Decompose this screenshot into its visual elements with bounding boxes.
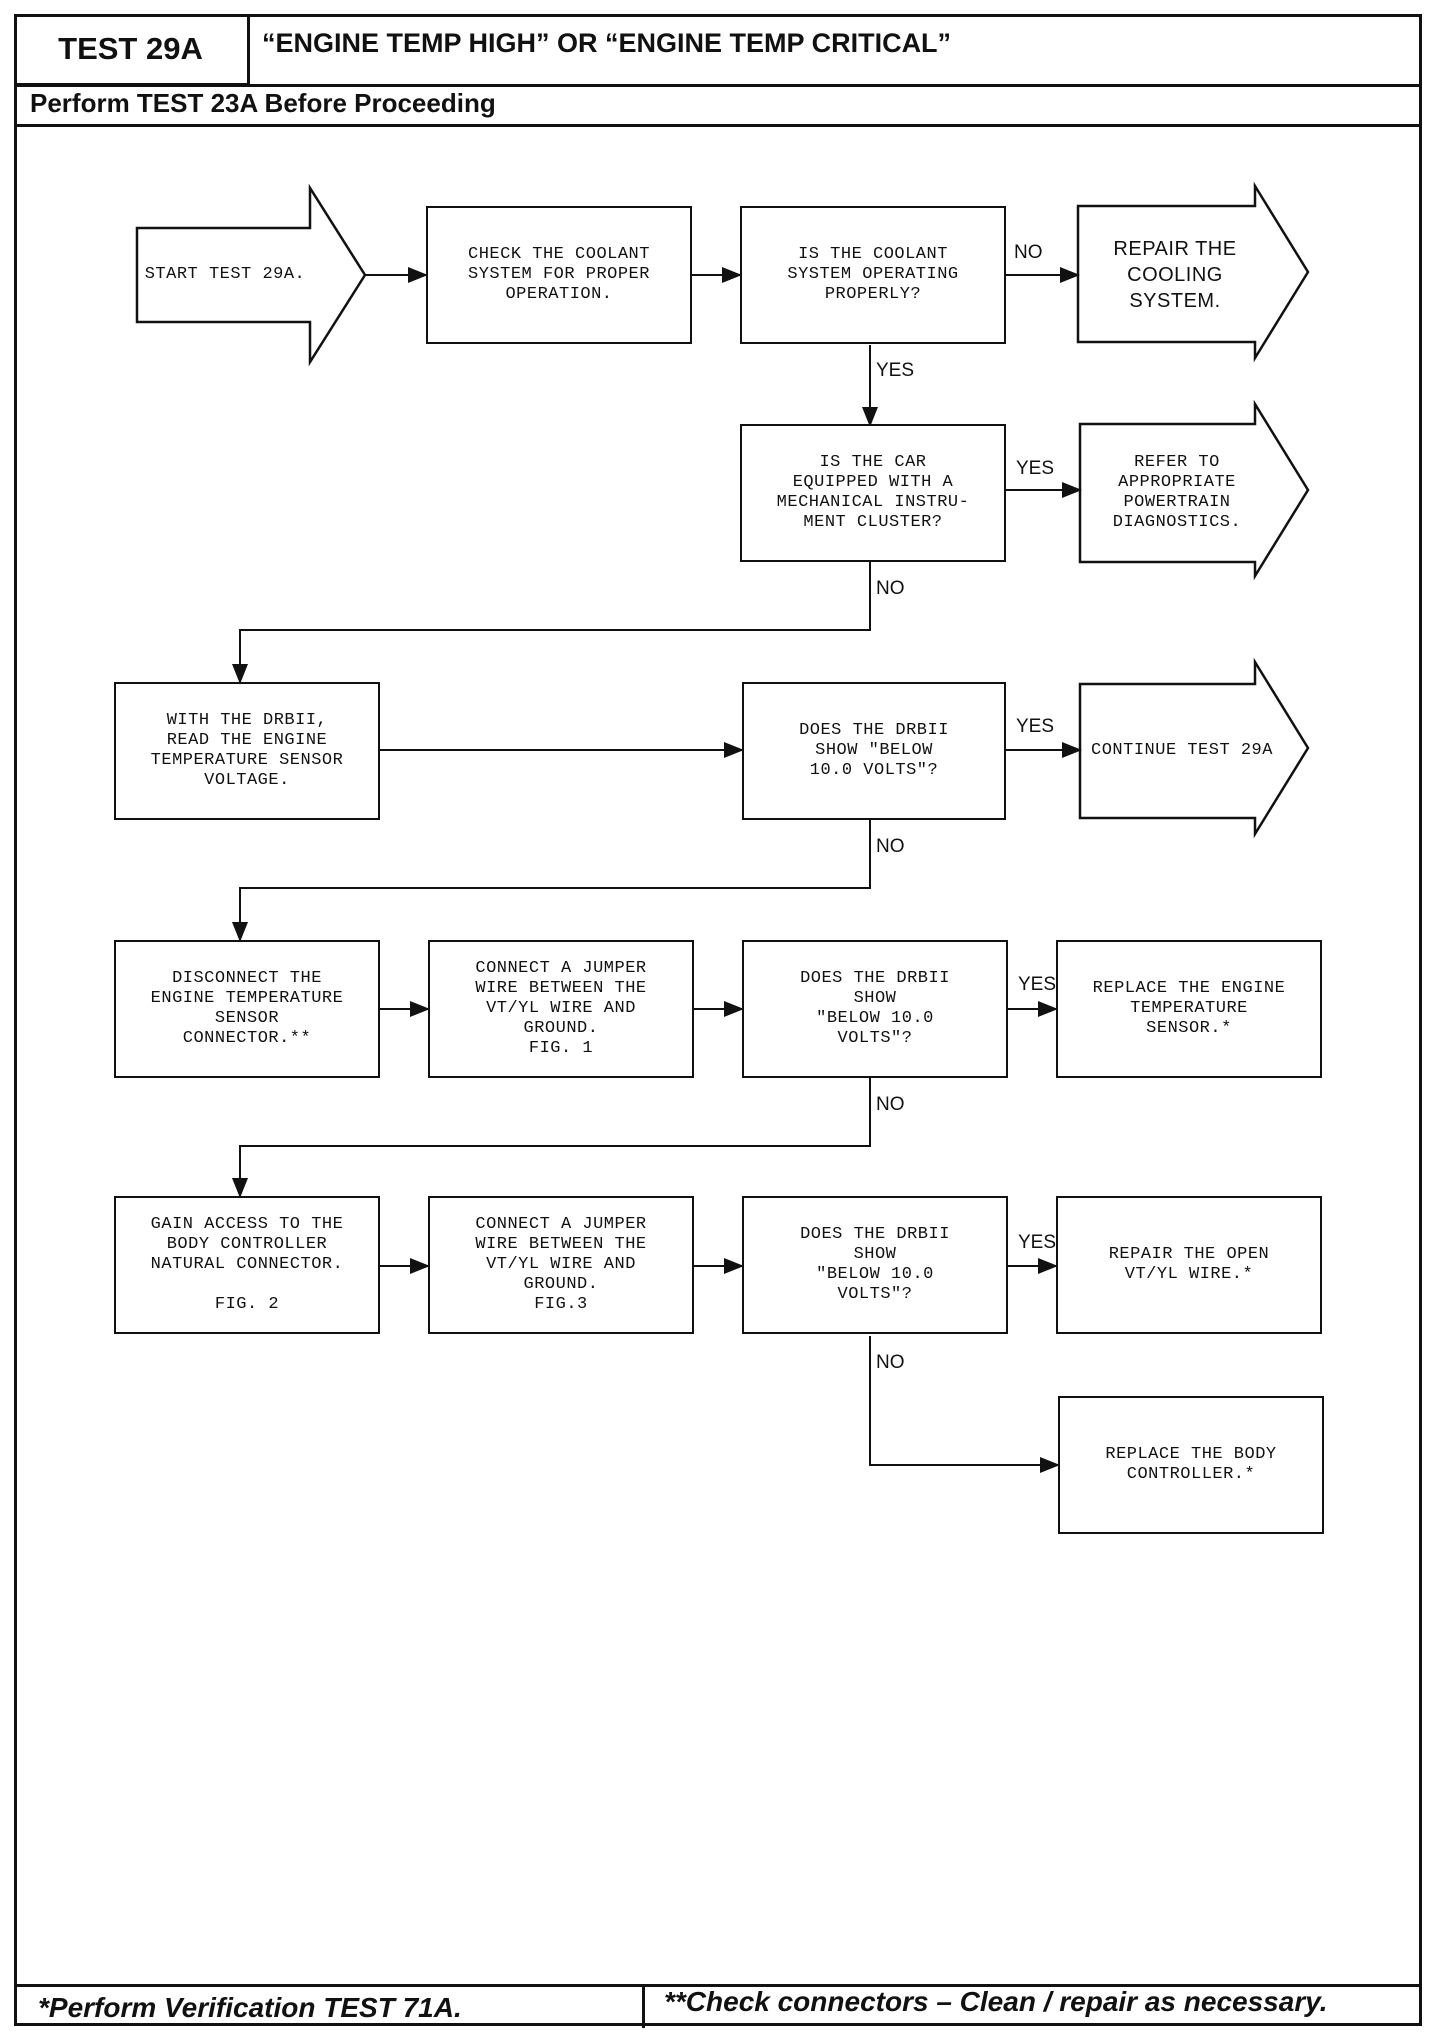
access-body-controller-box: GAIN ACCESS TO THE BODY CONTROLLER NATUR… xyxy=(114,1196,380,1334)
coolant-question-box: IS THE COOLANT SYSTEM OPERATING PROPERLY… xyxy=(740,206,1006,344)
footer-column-divider xyxy=(642,1984,645,2028)
label-no-drbii-1: NO xyxy=(876,836,905,857)
disconnect-sensor-text: DISCONNECT THE ENGINE TEMPERATURE SENSOR… xyxy=(150,969,344,1048)
replace-body-controller-text: REPLACE THE BODY CONTROLLER.* xyxy=(1105,1445,1277,1484)
continue-test-step: CONTINUE TEST 29A xyxy=(1082,684,1282,818)
label-yes-drbii-2: YES xyxy=(1018,974,1057,995)
label-no-coolant: NO xyxy=(1014,242,1043,263)
replace-sensor-box: REPLACE THE ENGINE TEMPERATURE SENSOR.* xyxy=(1056,940,1322,1078)
drbii-question-3-text: DOES THE DRBII SHOW "BELOW 10.0 VOLTS"? xyxy=(800,1225,950,1304)
label-yes-drbii-3: YES xyxy=(1018,1232,1057,1253)
connector-note: **Check connectors – Clean / repair as n… xyxy=(664,1986,1328,2017)
mech-cluster-question-box: IS THE CAR EQUIPPED WITH A MECHANICAL IN… xyxy=(740,424,1006,562)
page-title: “ENGINE TEMP HIGH” OR “ENGINE TEMP CRITI… xyxy=(262,28,952,58)
label-no-drbii-2: NO xyxy=(876,1094,905,1115)
jumper-2-text: CONNECT A JUMPER WIRE BETWEEN THE VT/YL … xyxy=(475,1215,647,1314)
jumper-1-text: CONNECT A JUMPER WIRE BETWEEN THE VT/YL … xyxy=(475,959,647,1058)
label-yes-cluster: YES xyxy=(1016,458,1055,479)
page-frame xyxy=(14,14,1422,2026)
mech-cluster-question-text: IS THE CAR EQUIPPED WITH A MECHANICAL IN… xyxy=(776,453,970,532)
access-body-controller-text: GAIN ACCESS TO THE BODY CONTROLLER NATUR… xyxy=(150,1215,344,1314)
header-divider-bottom xyxy=(14,124,1422,127)
drbii-question-2-box: DOES THE DRBII SHOW "BELOW 10.0 VOLTS"? xyxy=(742,940,1008,1078)
jumper-2-box: CONNECT A JUMPER WIRE BETWEEN THE VT/YL … xyxy=(428,1196,694,1334)
coolant-question-text: IS THE COOLANT SYSTEM OPERATING PROPERLY… xyxy=(787,245,959,304)
label-no-cluster: NO xyxy=(876,578,905,599)
check-coolant-box: CHECK THE COOLANT SYSTEM FOR PROPER OPER… xyxy=(426,206,692,344)
drbii-question-3-box: DOES THE DRBII SHOW "BELOW 10.0 VOLTS"? xyxy=(742,1196,1008,1334)
label-yes-drbii-1: YES xyxy=(1016,716,1055,737)
label-no-drbii-3: NO xyxy=(876,1352,905,1373)
footer-divider xyxy=(14,1984,1422,1987)
refer-powertrain-step: REFER TO APPROPRIATE POWERTRAIN DIAGNOST… xyxy=(1082,424,1272,562)
label-yes-coolant: YES xyxy=(876,360,915,381)
refer-powertrain-text: REFER TO APPROPRIATE POWERTRAIN DIAGNOST… xyxy=(1112,453,1242,532)
replace-body-controller-box: REPLACE THE BODY CONTROLLER.* xyxy=(1058,1396,1324,1534)
refer-powertrain-arrow-shape xyxy=(1078,399,1310,581)
verification-note: *Perform Verification TEST 71A. xyxy=(38,1992,462,2023)
check-coolant-text: CHECK THE COOLANT SYSTEM FOR PROPER OPER… xyxy=(468,245,650,304)
read-voltage-text: WITH THE DRBII, READ THE ENGINE TEMPERAT… xyxy=(150,711,344,790)
repair-cooling-text: REPAIR THE COOLING SYSTEM. xyxy=(1113,238,1237,312)
prerequisite-note: Perform TEST 23A Before Proceeding xyxy=(30,88,496,118)
start-step: START TEST 29A. xyxy=(140,228,310,322)
drbii-question-1-box: DOES THE DRBII SHOW "BELOW 10.0 VOLTS"? xyxy=(742,682,1006,820)
drbii-question-1-text: DOES THE DRBII SHOW "BELOW 10.0 VOLTS"? xyxy=(799,721,949,780)
read-voltage-box: WITH THE DRBII, READ THE ENGINE TEMPERAT… xyxy=(114,682,380,820)
repair-cooling-step: REPAIR THE COOLING SYSTEM. xyxy=(1080,210,1270,340)
jumper-1-box: CONNECT A JUMPER WIRE BETWEEN THE VT/YL … xyxy=(428,940,694,1078)
repair-cooling-arrow-shape xyxy=(1076,181,1310,363)
start-step-text: START TEST 29A. xyxy=(144,265,306,284)
disconnect-sensor-box: DISCONNECT THE ENGINE TEMPERATURE SENSOR… xyxy=(114,940,380,1078)
drbii-question-2-text: DOES THE DRBII SHOW "BELOW 10.0 VOLTS"? xyxy=(800,969,950,1048)
continue-arrow-shape xyxy=(1078,657,1310,839)
repair-open-wire-text: REPAIR THE OPEN VT/YL WIRE.* xyxy=(1108,1245,1270,1284)
start-arrow-shape xyxy=(135,183,367,367)
repair-open-wire-box: REPAIR THE OPEN VT/YL WIRE.* xyxy=(1056,1196,1322,1334)
header-divider xyxy=(14,84,1422,87)
replace-sensor-text: REPLACE THE ENGINE TEMPERATURE SENSOR.* xyxy=(1092,979,1286,1038)
continue-test-text: CONTINUE TEST 29A xyxy=(1091,741,1273,760)
